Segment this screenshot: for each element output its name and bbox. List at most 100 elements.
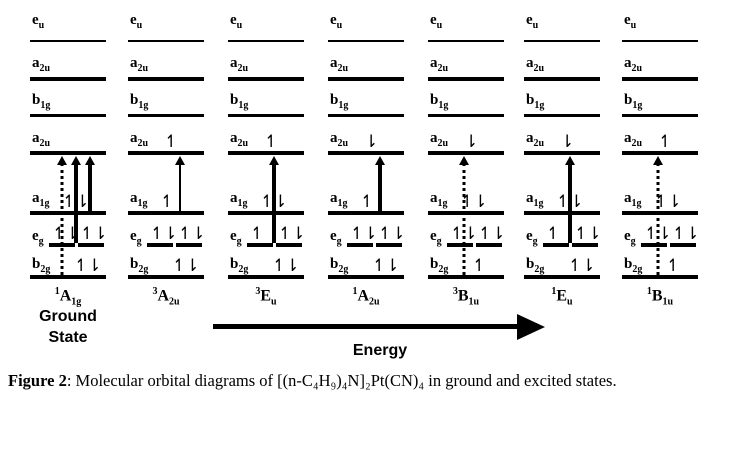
energy-level-line-eu (428, 40, 504, 42)
energy-level-line-b2g (128, 275, 204, 279)
orbital-label-eg: eg (230, 228, 242, 247)
electron-config-a2u: ↿ (164, 132, 178, 152)
electron-config-b2g: ↿⇂ (272, 256, 299, 276)
electron-config-b2g: ↿⇂ (74, 256, 101, 276)
caption-figure-number: Figure 2 (8, 371, 67, 390)
energy-level-line-a1g (128, 211, 204, 215)
energy-level-line-eu (622, 40, 698, 42)
orbital-label-a2u: a2u (330, 130, 349, 149)
figure-caption: Figure 2: Molecular orbital diagrams of … (8, 370, 663, 392)
orbital-label-eg: eg (526, 228, 538, 247)
arrowhead-icon (57, 156, 67, 165)
orbital-label-b2g: b2g (430, 256, 449, 275)
orbital-label-a1g: a1g (526, 190, 544, 209)
energy-level-line-a1g (30, 211, 106, 215)
orbital-label-b2g: b2g (526, 256, 545, 275)
electron-config-a2u: ↿ (264, 132, 278, 152)
orbital-label-a1g: a1g (230, 190, 248, 209)
energy-level-line-eg-2 (376, 243, 402, 247)
arrowhead-icon (565, 156, 575, 165)
ground-state-line2: State (48, 329, 88, 346)
orbital-label-a2u: a2u (526, 130, 545, 149)
energy-level-line-b2g (328, 275, 404, 279)
electron-config-a1g: ↿⇂ (654, 192, 681, 212)
energy-level-line-a2u_top (622, 77, 698, 81)
orbital-label-a2u: a2u (130, 130, 149, 149)
transition-arrow-a1g-to-a2u (175, 156, 185, 211)
state-term-symbol: 3Eu (255, 286, 277, 308)
energy-level-line-eu (228, 40, 304, 42)
orbital-label-eg: eg (130, 228, 142, 247)
energy-level-line-b1g (524, 114, 600, 117)
orbital-label-a1g: a1g (430, 190, 448, 209)
transition-arrow-b2g-to-a2u (653, 156, 663, 275)
energy-level-line-eu (524, 40, 600, 42)
electron-config-eg-1: ↿⇂ (150, 224, 177, 244)
orbital-label-b2g: b2g (330, 256, 349, 275)
orbital-label-eg: eg (32, 228, 44, 247)
transition-arrow-a1g-to-a2u (85, 156, 95, 211)
orbital-label-b1g: b1g (32, 92, 51, 111)
arrow-shaft (656, 163, 660, 275)
energy-level-line-eg-1 (147, 243, 173, 247)
orbital-label-a2u_top: a2u (32, 55, 51, 74)
energy-level-line-a2u (328, 151, 404, 155)
state-term-symbol: 1Eu (551, 286, 573, 308)
orbital-label-a2u_top: a2u (330, 55, 349, 74)
electron-config-a1g: ↿ (360, 192, 374, 212)
orbital-label-a2u_top: a2u (526, 55, 545, 74)
energy-level-line-a1g (328, 211, 404, 215)
orbital-label-a2u: a2u (230, 130, 249, 149)
caption-text: : Molecular orbital diagrams of [(n-C₄H₉… (66, 371, 617, 390)
energy-level-line-a2u (128, 151, 204, 155)
energy-level-line-b1g (30, 114, 106, 117)
energy-level-line-eu (30, 40, 106, 42)
energy-level-line-b2g (428, 275, 504, 279)
electron-config-eg-1: ↿ (546, 224, 560, 244)
energy-level-line-a2u (524, 151, 600, 155)
state-term-symbol: 1B1u (646, 286, 674, 308)
orbital-label-b1g: b1g (330, 92, 349, 111)
orbital-label-a2u: a2u (624, 130, 643, 149)
transition-arrow-eg-to-a2u (71, 156, 81, 243)
orbital-label-a2u_top: a2u (230, 55, 249, 74)
electron-config-b2g: ↿⇂ (372, 256, 399, 276)
energy-level-line-a2u_top (228, 77, 304, 81)
arrow-shaft (179, 163, 181, 211)
electron-config-eg-1: ↿⇂ (350, 224, 377, 244)
electron-config-eg-2: ↿⇂ (378, 224, 405, 244)
orbital-label-eu: eu (32, 12, 45, 31)
energy-level-line-b2g (622, 275, 698, 279)
orbital-label-a1g: a1g (624, 190, 642, 209)
transition-arrow-eg-to-a2u (565, 156, 575, 243)
orbital-label-eu: eu (624, 12, 637, 31)
electron-config-a2u: ⇂ (464, 132, 478, 152)
electron-config-a1g: ↿ (160, 192, 174, 212)
orbital-label-eu: eu (230, 12, 243, 31)
electron-config-a2u: ⇂ (560, 132, 574, 152)
orbital-label-b1g: b1g (230, 92, 249, 111)
orbital-label-b2g: b2g (230, 256, 249, 275)
energy-level-line-a1g (622, 211, 698, 215)
arrowhead-icon (71, 156, 81, 165)
energy-axis-label: Energy (352, 342, 408, 359)
orbital-label-a2u_top: a2u (430, 55, 449, 74)
energy-arrow-shaft (213, 324, 518, 329)
arrow-shaft (462, 163, 466, 275)
electron-config-eg-2: ↿⇂ (278, 224, 305, 244)
arrow-shaft (60, 163, 64, 275)
arrowhead-icon (375, 156, 385, 165)
state-term-symbol: 3A2u (152, 286, 180, 308)
electron-config-b2g: ↿⇂ (172, 256, 199, 276)
orbital-label-b2g: b2g (32, 256, 51, 275)
energy-level-line-b1g (228, 114, 304, 117)
electron-config-b2g: ↿ (666, 256, 680, 276)
energy-level-line-a2u_top (524, 77, 600, 81)
energy-level-line-b2g (524, 275, 600, 279)
energy-level-line-eg-2 (572, 243, 598, 247)
